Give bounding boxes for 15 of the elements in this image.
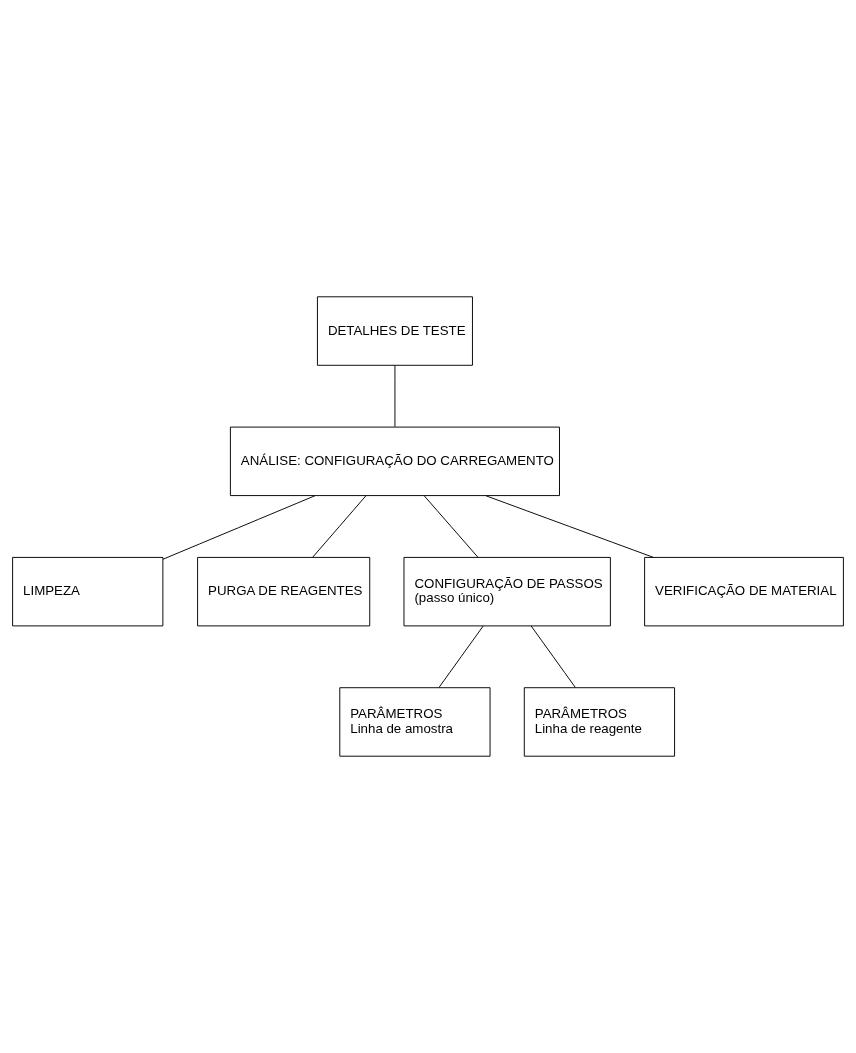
connector xyxy=(438,625,484,688)
connector xyxy=(530,625,576,688)
node-box: PARÂMETROS Linha de amostra xyxy=(339,687,491,757)
connector xyxy=(162,495,316,560)
connector xyxy=(394,364,396,428)
connector xyxy=(485,495,654,558)
node-box: ANÁLISE: CONFIGURAÇÃO DO CARREGAMENTO xyxy=(229,426,560,497)
node-box: PURGA DE REAGENTES xyxy=(197,556,371,627)
node-box: VERIFICAÇÃO DE MATERIAL xyxy=(644,556,844,627)
node-box: LIMPEZA xyxy=(12,556,164,627)
node-box: PARÂMETROS Linha de reagente xyxy=(523,687,676,757)
connector xyxy=(312,495,367,558)
node-box: CONFIGURAÇÃO DE PASSOS (passo único) xyxy=(403,556,611,627)
node-box: DETALHES DE TESTE xyxy=(316,296,473,366)
connector xyxy=(423,495,479,558)
